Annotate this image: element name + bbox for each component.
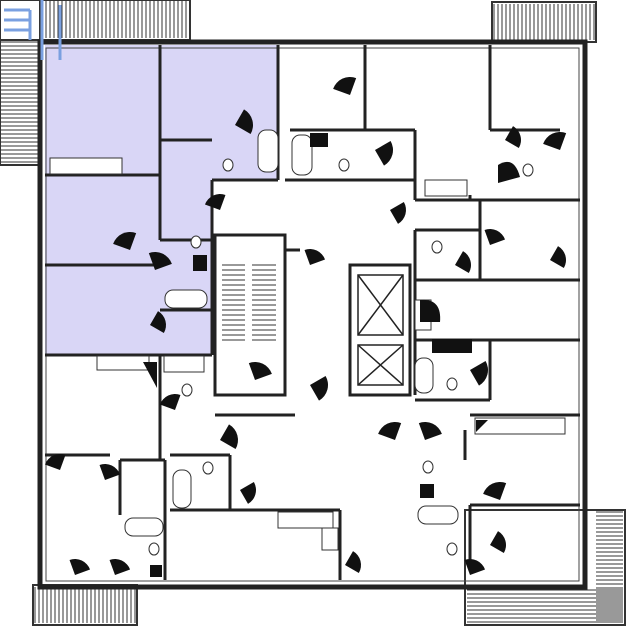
interior-walls [45, 45, 580, 580]
door-swing [483, 482, 507, 500]
elevator-shafts [357, 274, 404, 386]
door-swing [235, 109, 253, 134]
door-swing [390, 202, 406, 224]
door-swing [69, 558, 91, 575]
toilets [148, 158, 534, 556]
door-swing [99, 464, 121, 480]
balcony-southeast [464, 509, 626, 626]
exterior-wall [37, 39, 588, 590]
door-swing [113, 232, 137, 250]
door-swings [44, 77, 567, 575]
door-swing [464, 559, 486, 575]
bathtubs [124, 129, 459, 537]
door-swing [248, 362, 272, 380]
door-swing [543, 131, 567, 150]
appliances [143, 133, 520, 577]
door-swing [375, 141, 393, 166]
door-swing [505, 126, 521, 148]
door-swing [109, 558, 131, 575]
door-swing [240, 482, 256, 504]
door-swing [304, 249, 326, 265]
staircase [222, 264, 276, 341]
door-swing [150, 311, 166, 333]
door-swing [44, 453, 66, 470]
door-swing [484, 229, 506, 245]
door-swing [333, 77, 357, 95]
door-swing [455, 251, 472, 273]
door-swing [220, 424, 238, 449]
door-swing [148, 251, 172, 270]
door-swing [418, 422, 442, 440]
north-arrow-icon [4, 0, 62, 60]
balcony-northeast [491, 1, 597, 43]
door-swing [310, 376, 329, 401]
door-swing [159, 394, 181, 410]
door-swing [470, 361, 489, 386]
balcony-southwest [32, 584, 138, 626]
door-swing [204, 194, 226, 210]
door-swing [550, 246, 566, 268]
door-swing [378, 422, 402, 440]
door-swing [490, 531, 506, 553]
door-swing [345, 551, 361, 573]
